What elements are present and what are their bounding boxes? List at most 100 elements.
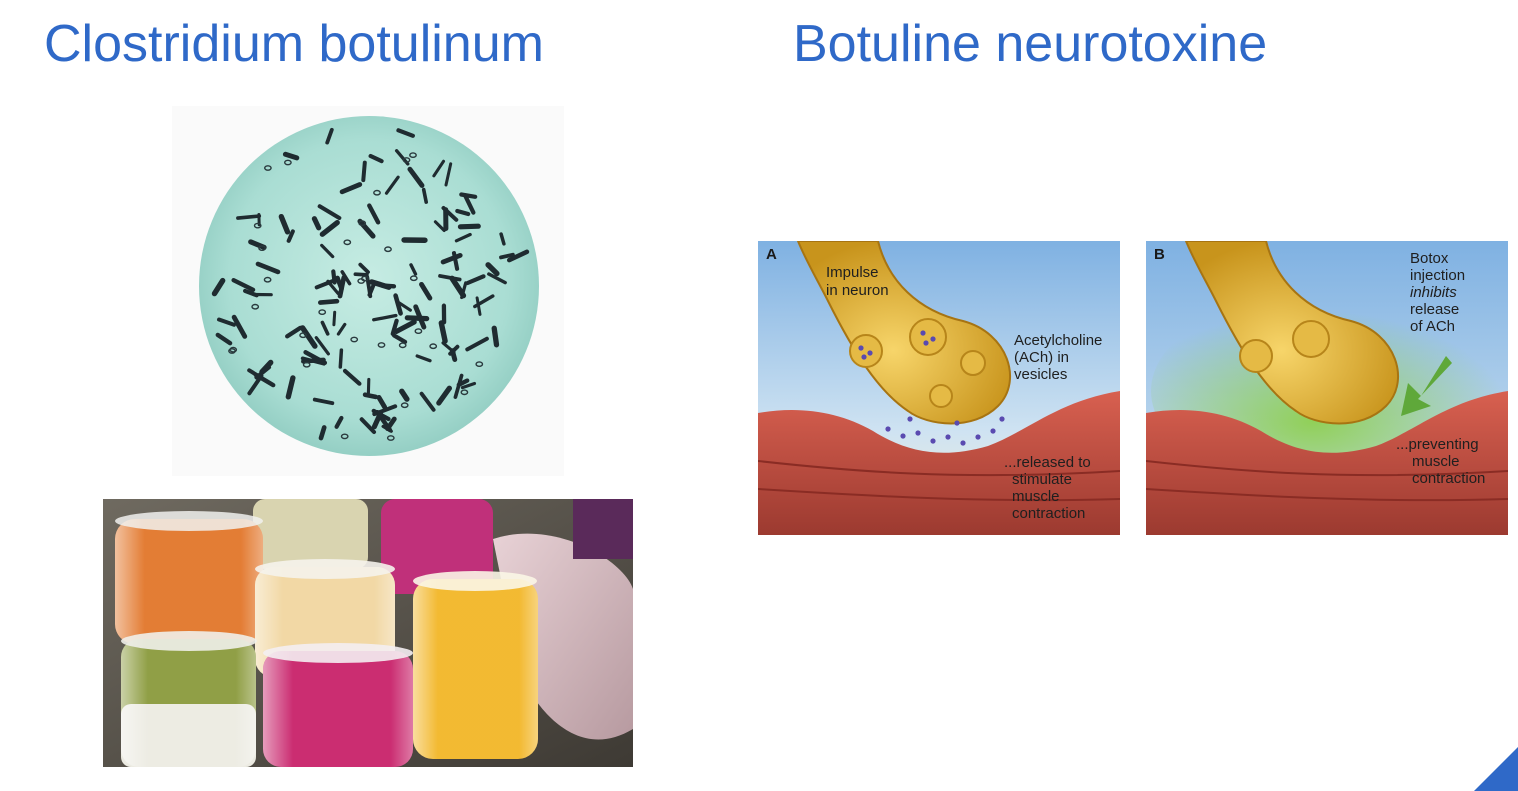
spore <box>251 303 260 310</box>
label-botox-line5: of ACh <box>1410 318 1455 335</box>
bacterium-rod <box>286 229 295 243</box>
label-ach-line2: (ACh) in <box>1014 349 1069 366</box>
spore <box>318 309 327 316</box>
label-botox-line4: release <box>1410 301 1459 318</box>
bacterium-rod <box>372 313 398 322</box>
bacterium-rod <box>319 219 340 237</box>
bacterium-rod <box>462 193 476 215</box>
bacterium-rod <box>455 208 471 217</box>
bacterium-rod <box>255 261 281 275</box>
spore <box>398 342 407 349</box>
spore <box>357 278 366 284</box>
bacterium-rod <box>368 279 392 290</box>
title-clostridium-botulinum: Clostridium botulinum <box>44 15 544 73</box>
bacterium-rod <box>407 166 425 188</box>
bacterium-rod <box>282 151 300 161</box>
bacterium-rod <box>421 187 428 204</box>
bacterium-rod <box>433 220 446 233</box>
spore <box>264 165 272 171</box>
spore <box>253 222 262 229</box>
bacterium-rod <box>376 394 388 410</box>
bacterium-rod <box>301 357 326 364</box>
bacterium-rod <box>449 275 467 299</box>
label-botox-line3: inhibits <box>1410 284 1457 301</box>
bacterium-rod <box>353 272 369 277</box>
bacterium-rod <box>342 368 362 386</box>
bacterium-rod <box>317 204 342 221</box>
spore <box>302 361 311 368</box>
bacterium-rod <box>326 279 340 295</box>
bacterium-rod <box>397 301 412 312</box>
panel-a-letter: A <box>766 246 777 263</box>
bacterium-rod <box>432 159 446 178</box>
label-botox-line2: injection <box>1410 267 1465 284</box>
bacterium-rod <box>390 318 399 336</box>
bacterium-rod <box>415 354 432 363</box>
spore <box>384 246 392 253</box>
bacterium-rod <box>499 232 506 246</box>
spore <box>373 189 381 196</box>
spore <box>429 343 438 350</box>
bacterium-rod <box>231 314 248 339</box>
bacterium-rod <box>359 417 377 435</box>
spore <box>414 328 423 335</box>
bacterium-rod <box>384 175 400 195</box>
spore <box>228 348 236 354</box>
bacterium-rod <box>236 214 262 220</box>
bacterium-rod <box>285 325 303 339</box>
bacterium-rod <box>491 325 500 348</box>
spore <box>358 220 367 227</box>
bacterium-rod <box>385 416 397 432</box>
bacterium-rod <box>312 397 335 406</box>
label-ach-line3: vesicles <box>1014 366 1067 383</box>
bacterium-rod <box>485 262 500 277</box>
bacterium-rod <box>372 404 398 417</box>
bacterium-rod <box>332 310 337 327</box>
bacterium-rod <box>362 392 378 400</box>
bacterium-rod <box>419 281 433 301</box>
bacterium-rod <box>231 278 256 292</box>
label-prevent-line1: ...preventing <box>1396 436 1479 453</box>
spore <box>386 435 395 441</box>
bacterium-rod <box>339 182 363 195</box>
bacterium-rod <box>438 274 462 282</box>
bacterium-rod <box>215 332 233 346</box>
bacterium-rod <box>278 213 291 235</box>
pickled-jars-photo <box>103 499 633 767</box>
label-released-line4: contraction <box>1012 505 1085 522</box>
bacterium-rod <box>436 385 452 406</box>
bacterium-rod <box>409 263 418 276</box>
bacterium-rod <box>475 296 482 316</box>
bacterium-rod <box>487 272 507 285</box>
bacterium-rod <box>361 160 367 183</box>
bacterium-rod <box>338 348 344 369</box>
spore <box>340 433 349 440</box>
bacterium-rod <box>211 277 226 297</box>
bacterium-rod <box>396 128 415 138</box>
spore <box>343 239 352 246</box>
bacterium-rod <box>399 388 410 402</box>
spore <box>409 275 418 282</box>
bacterium-rod <box>337 275 347 299</box>
bacterium-rod <box>448 344 460 356</box>
bacterium-rod <box>217 317 236 327</box>
bacterium-rod <box>499 252 515 260</box>
bacterium-rod <box>357 218 376 239</box>
bacterium-rod <box>454 232 472 243</box>
bacterium-rod <box>465 336 489 352</box>
bacterium-rod <box>419 391 436 412</box>
spore <box>409 152 417 158</box>
bacterium-rod <box>299 325 318 349</box>
bacterium-rod <box>506 249 530 263</box>
label-botox-line1: Botox <box>1410 250 1449 267</box>
spore <box>377 342 386 348</box>
neuromuscular-diagram-panel-a: A Impulse in neuron Acetylcholine (ACh) … <box>757 240 1121 535</box>
bacterium-rod <box>371 410 383 430</box>
bacterium-rod <box>368 153 384 164</box>
bacterium-rod <box>253 372 276 388</box>
bacterium-rod <box>393 293 403 316</box>
bacterium-rod <box>438 320 448 344</box>
bacterium-rod <box>331 269 337 285</box>
label-released-line1: ...released to <box>1004 454 1091 471</box>
